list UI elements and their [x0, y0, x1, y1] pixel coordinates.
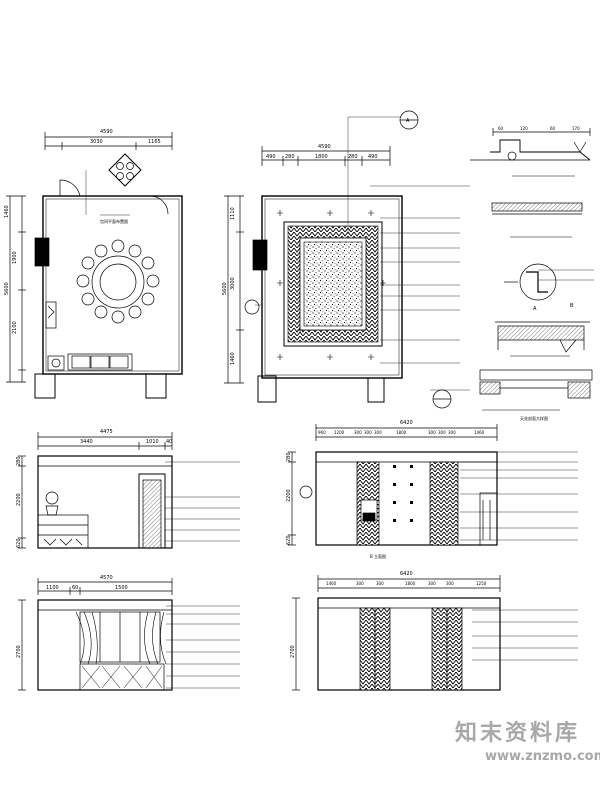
- detail-sections: [470, 128, 594, 411]
- watermark-name: 知末资料库: [455, 720, 580, 746]
- dim-ceiling-total: 4590: [318, 144, 331, 150]
- dim-ceiling-5: 490: [368, 154, 378, 160]
- dim-seg-1: 3030: [90, 139, 103, 145]
- elev-a-seg-1: 3440: [80, 439, 93, 445]
- elev-b-seg-6: 1800: [396, 430, 407, 435]
- elevation-a-labels: 4475 3440 1010 40 280 2200 620: [16, 429, 172, 548]
- elevation-d: [292, 575, 578, 691]
- elev-d-seg-5: 300: [428, 581, 436, 586]
- elev-d-seg-6: 300: [446, 581, 454, 586]
- detail-dim-1: 60: [498, 126, 504, 131]
- callout-a: A: [406, 118, 410, 124]
- elev-a-seg-3: 40: [166, 439, 172, 445]
- elevation-d-labels: 6420 1460 300 300 1800 300 300 1250 2700: [290, 571, 487, 658]
- dim-ceiling-2: 280: [285, 154, 295, 160]
- watermark-url: www.znzmo.com: [485, 749, 600, 764]
- elev-c-total: 4570: [100, 575, 113, 581]
- elev-b-caption: B 立面图: [370, 553, 386, 559]
- elev-c-seg-1: 1100: [46, 585, 59, 591]
- elevation-b-labels: 6420 960 1200 300 300 300 1800 300 300 3…: [286, 420, 485, 559]
- elev-d-seg-4: 1800: [405, 581, 416, 586]
- dim-left-3: 2100: [12, 321, 18, 334]
- elev-b-seg-3: 300: [354, 430, 362, 435]
- elev-b-seg-5: 300: [374, 430, 382, 435]
- elev-a-total: 4475: [100, 429, 113, 435]
- elev-b-total: 6420: [400, 420, 413, 426]
- elev-a-h-3: 620: [16, 538, 22, 548]
- elevation-a: [18, 432, 240, 549]
- elev-b-h-1: 280: [286, 452, 292, 462]
- elevation-c: [18, 578, 240, 691]
- elev-d-h-1: 2700: [290, 645, 296, 658]
- elev-a-h-1: 280: [16, 456, 22, 466]
- elev-d-total: 6420: [400, 571, 413, 577]
- dim-total-width: 4590: [100, 129, 113, 135]
- elev-b-seg-10: 1460: [474, 430, 485, 435]
- elev-b-square-lights: [393, 465, 413, 522]
- elev-c-seg-2: 60: [72, 585, 78, 591]
- plan-left-labels: 4590 3030 1165 1460 1900 2100 5600 包间平面布…: [4, 129, 161, 334]
- elev-b-seg-4: 300: [364, 430, 372, 435]
- elev-b-seg-2: 1200: [334, 430, 345, 435]
- ceiling-lights: [277, 210, 386, 360]
- elev-c-h-1: 2700: [16, 645, 22, 658]
- dim-ceiling-left-2: 3000: [230, 277, 236, 290]
- detail-callout-bottom: B: [570, 303, 574, 309]
- dim-left-total: 5600: [4, 282, 10, 295]
- elev-d-seg-1: 1460: [326, 581, 337, 586]
- dim-left-1: 1460: [4, 205, 10, 218]
- dim-ceiling-4: 280: [348, 154, 358, 160]
- elev-d-seg-7: 1250: [476, 581, 487, 586]
- elev-a-seg-2: 1010: [146, 439, 159, 445]
- elevation-b: [288, 424, 578, 546]
- detail-dim-4: 170: [572, 126, 580, 131]
- detail-caption: 天花剖面大样图: [520, 415, 548, 421]
- dim-ceiling-1: 490: [266, 154, 276, 160]
- plan-left-caption: 包间平面布置图: [100, 218, 128, 224]
- elev-a-h-2: 2200: [16, 493, 22, 506]
- elev-d-seg-2: 300: [356, 581, 364, 586]
- elev-c-seg-3: 1500: [115, 585, 128, 591]
- elev-b-h-2: 2200: [286, 489, 292, 502]
- elev-b-h-3: 620: [286, 535, 292, 545]
- dim-left-2: 1900: [12, 251, 18, 264]
- watermark: 知末资料库 www.znzmo.com: [455, 720, 600, 764]
- dining-chairs: [76, 239, 160, 324]
- detail-dim-3: 60: [550, 126, 556, 131]
- detail-dim-2: 120: [520, 126, 528, 131]
- dim-ceiling-3: 1800: [315, 154, 328, 160]
- dim-ceiling-left-total: 5600: [222, 282, 228, 295]
- plan-right: [224, 110, 470, 409]
- dim-ceiling-left-1: 1110: [230, 207, 236, 220]
- elev-d-seg-3: 300: [376, 581, 384, 586]
- elev-b-seg-7: 300: [428, 430, 436, 435]
- plan-right-labels: 4590 490 280 1800 280 490 1110 3000 1460…: [222, 118, 410, 365]
- elev-b-seg-1: 960: [318, 430, 326, 435]
- dim-ceiling-left-3: 1460: [230, 352, 236, 365]
- detail-callout-top: A: [533, 306, 537, 312]
- elev-b-seg-8: 300: [438, 430, 446, 435]
- plan-left: [6, 132, 183, 399]
- dim-seg-2: 1165: [148, 139, 161, 145]
- detail-labels: 60 120 60 170 A B 天花剖面大样图: [498, 126, 580, 421]
- elev-b-seg-9: 300: [448, 430, 456, 435]
- elevation-c-labels: 4570 1100 60 1500 2700: [16, 575, 128, 658]
